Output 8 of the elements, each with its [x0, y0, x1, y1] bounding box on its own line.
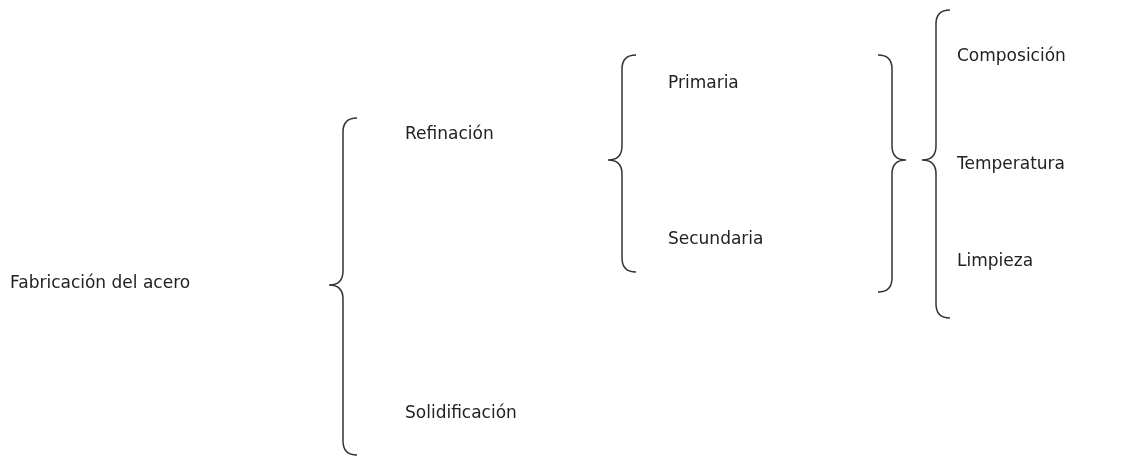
- label-text: Primaria: [668, 72, 739, 92]
- label-text: Solidificación: [405, 402, 517, 422]
- label-text: Limpieza: [957, 250, 1034, 270]
- label-text: Composición: [957, 45, 1066, 65]
- label-text: Refinación: [405, 123, 494, 143]
- label-text: Secundaria: [668, 228, 764, 248]
- label-text: Fabricación del acero: [10, 272, 191, 292]
- label-text: Temperatura: [957, 153, 1066, 173]
